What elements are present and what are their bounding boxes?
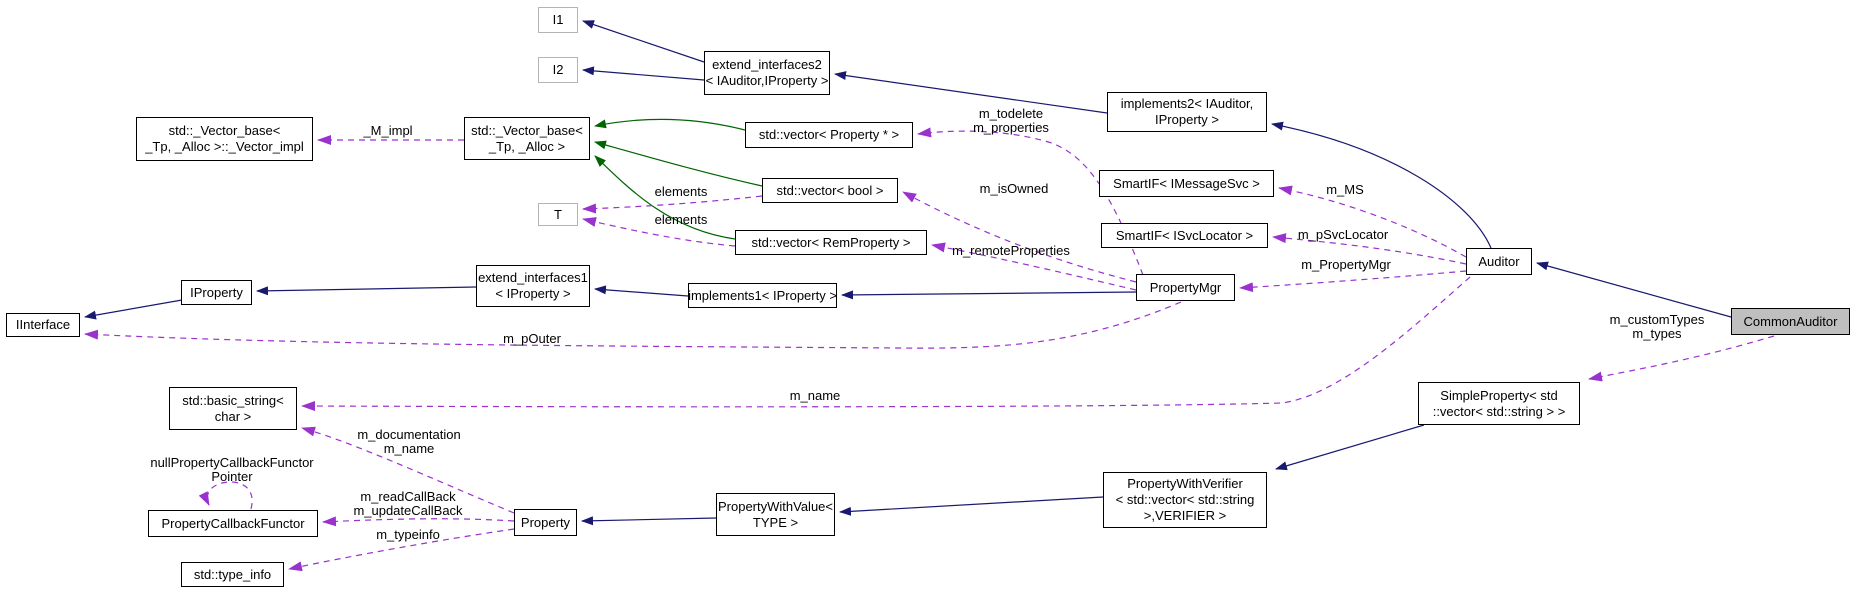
edge-propertywithverifier-propertywithvalue — [839, 496, 1104, 516]
edge-propertymgr-implements1 — [841, 290, 1137, 300]
class-node-vector-base[interactable]: std::_Vector_base< _Tp, _Alloc > — [464, 117, 590, 160]
class-node-smartif-imessagesvc[interactable]: SmartIF< IMessageSvc > — [1099, 170, 1274, 197]
class-node-i2: I2 — [538, 57, 578, 83]
class-node-iinterface[interactable]: IInterface — [6, 313, 80, 337]
edge-property-typeinfo — [288, 528, 515, 572]
class-node-basic-string[interactable]: std::basic_string< char > — [169, 387, 297, 430]
edge-simpleproperty-propertywithverifier — [1275, 424, 1425, 471]
edge-label-m-readcallback-m-updatecallback: m_readCallBack m_updateCallBack — [353, 489, 463, 518]
class-node-vector-impl[interactable]: std::_Vector_base< _Tp, _Alloc >::_Vecto… — [136, 117, 313, 161]
class-node-auditor[interactable]: Auditor — [1466, 248, 1532, 275]
class-node-iproperty[interactable]: IProperty — [181, 280, 252, 305]
edge-property-basicstring — [301, 426, 515, 514]
edge-vectorbool-vectorbase — [594, 140, 763, 187]
edge-label-m-name: m_name — [789, 388, 841, 403]
edge-vectorbool-t — [582, 195, 763, 214]
edge-label-nullpropertycallbackfunctorpointer: nullPropertyCallbackFunctor Pointer — [150, 455, 314, 484]
edge-propertymgr-vectorpropertyptr — [917, 127, 1144, 276]
edge-propertymgr-vectorremproperty — [931, 242, 1137, 291]
edge-label-m-ms: m_MS — [1326, 182, 1364, 197]
class-node-commonauditor: CommonAuditor — [1731, 308, 1850, 335]
edge-auditor-implements2 — [1271, 121, 1492, 249]
edge-vectorpropertyptr-vectorbase — [594, 118, 746, 131]
class-node-vector-bool[interactable]: std::vector< bool > — [762, 178, 898, 203]
edge-label-m-psvclocator: m_pSvcLocator — [1297, 227, 1389, 242]
edge-extendinterfaces2-i2 — [582, 66, 705, 81]
class-node-simpleproperty[interactable]: SimpleProperty< std ::vector< std::strin… — [1418, 382, 1580, 425]
class-node-type-info[interactable]: std::type_info — [181, 562, 284, 587]
edge-label-m-propertymgr: m_PropertyMgr — [1301, 257, 1391, 272]
class-node-propertywithverifier[interactable]: PropertyWithVerifier < std::vector< std:… — [1103, 472, 1267, 528]
edge-label-m-remoteproperties: m_remoteProperties — [952, 243, 1070, 258]
class-node-t: T — [538, 203, 578, 226]
class-node-i1: I1 — [538, 7, 578, 33]
edge-propertycallbackfunctor-self — [198, 481, 253, 510]
edge-propertywithvalue-property — [581, 516, 717, 526]
edge-propertymgr-iinterface — [84, 301, 1182, 349]
edge-label-m-impl: _M_impl — [363, 123, 413, 138]
edge-label-m-todelete-m-properties: m_todelete m_properties — [973, 106, 1049, 135]
edge-label-m-typeinfo: m_typeinfo — [376, 527, 440, 542]
edge-auditor-propertymgr — [1239, 270, 1467, 293]
edge-implements1-extendinterfaces1 — [594, 285, 689, 297]
class-node-extend-interfaces1[interactable]: extend_interfaces1 < IProperty > — [476, 265, 590, 307]
edge-label-m-documentation-m-name: m_documentation m_name — [357, 427, 461, 456]
edge-propertymgr-vectorbool — [902, 191, 1137, 283]
edge-auditor-smartif-isvclocator — [1272, 233, 1467, 265]
edge-vectorremproperty-vectorbase — [594, 155, 736, 240]
edge-commonauditor-auditor — [1536, 261, 1732, 318]
class-node-extend-interfaces2[interactable]: extend_interfaces2 < IAuditor,IProperty … — [704, 51, 830, 95]
edge-commonauditor-simpleproperty — [1588, 335, 1775, 382]
class-node-vector-remproperty[interactable]: std::vector< RemProperty > — [735, 230, 927, 255]
edge-auditor-basicstring — [301, 276, 1471, 412]
edge-label-m-pouter: m_pOuter — [503, 331, 561, 346]
edge-auditor-smartif-imessagesvc — [1278, 185, 1467, 258]
edge-property-propertycallbackfunctor — [322, 516, 515, 527]
edge-label-elements-upper: elements — [654, 184, 708, 199]
class-node-implements2[interactable]: implements2< IAuditor, IProperty > — [1107, 92, 1267, 132]
edge-implements2-extendinterfaces2 — [834, 71, 1108, 114]
edge-label-m-isowned: m_isOwned — [979, 181, 1049, 196]
edge-extendinterfaces2-i1 — [582, 20, 705, 63]
class-node-property[interactable]: Property — [514, 509, 577, 536]
edge-extendinterfaces1-iproperty — [256, 286, 477, 296]
class-node-propertycallbackfunctor[interactable]: PropertyCallbackFunctor — [148, 510, 318, 537]
class-node-propertywithvalue[interactable]: PropertyWithValue< TYPE > — [716, 493, 835, 536]
edge-iproperty-iinterface — [84, 299, 183, 320]
edge-label-m-customtypes-m-types: m_customTypes m_types — [1609, 312, 1705, 341]
class-node-vector-property-ptr[interactable]: std::vector< Property * > — [745, 122, 913, 148]
class-node-propertymgr[interactable]: PropertyMgr — [1136, 274, 1235, 301]
class-node-implements1[interactable]: implements1< IProperty > — [688, 283, 837, 308]
edge-label-elements-lower: elements — [654, 212, 708, 227]
class-node-smartif-isvclocator[interactable]: SmartIF< ISvcLocator > — [1101, 223, 1268, 248]
edge-vectorremproperty-t — [582, 217, 736, 247]
